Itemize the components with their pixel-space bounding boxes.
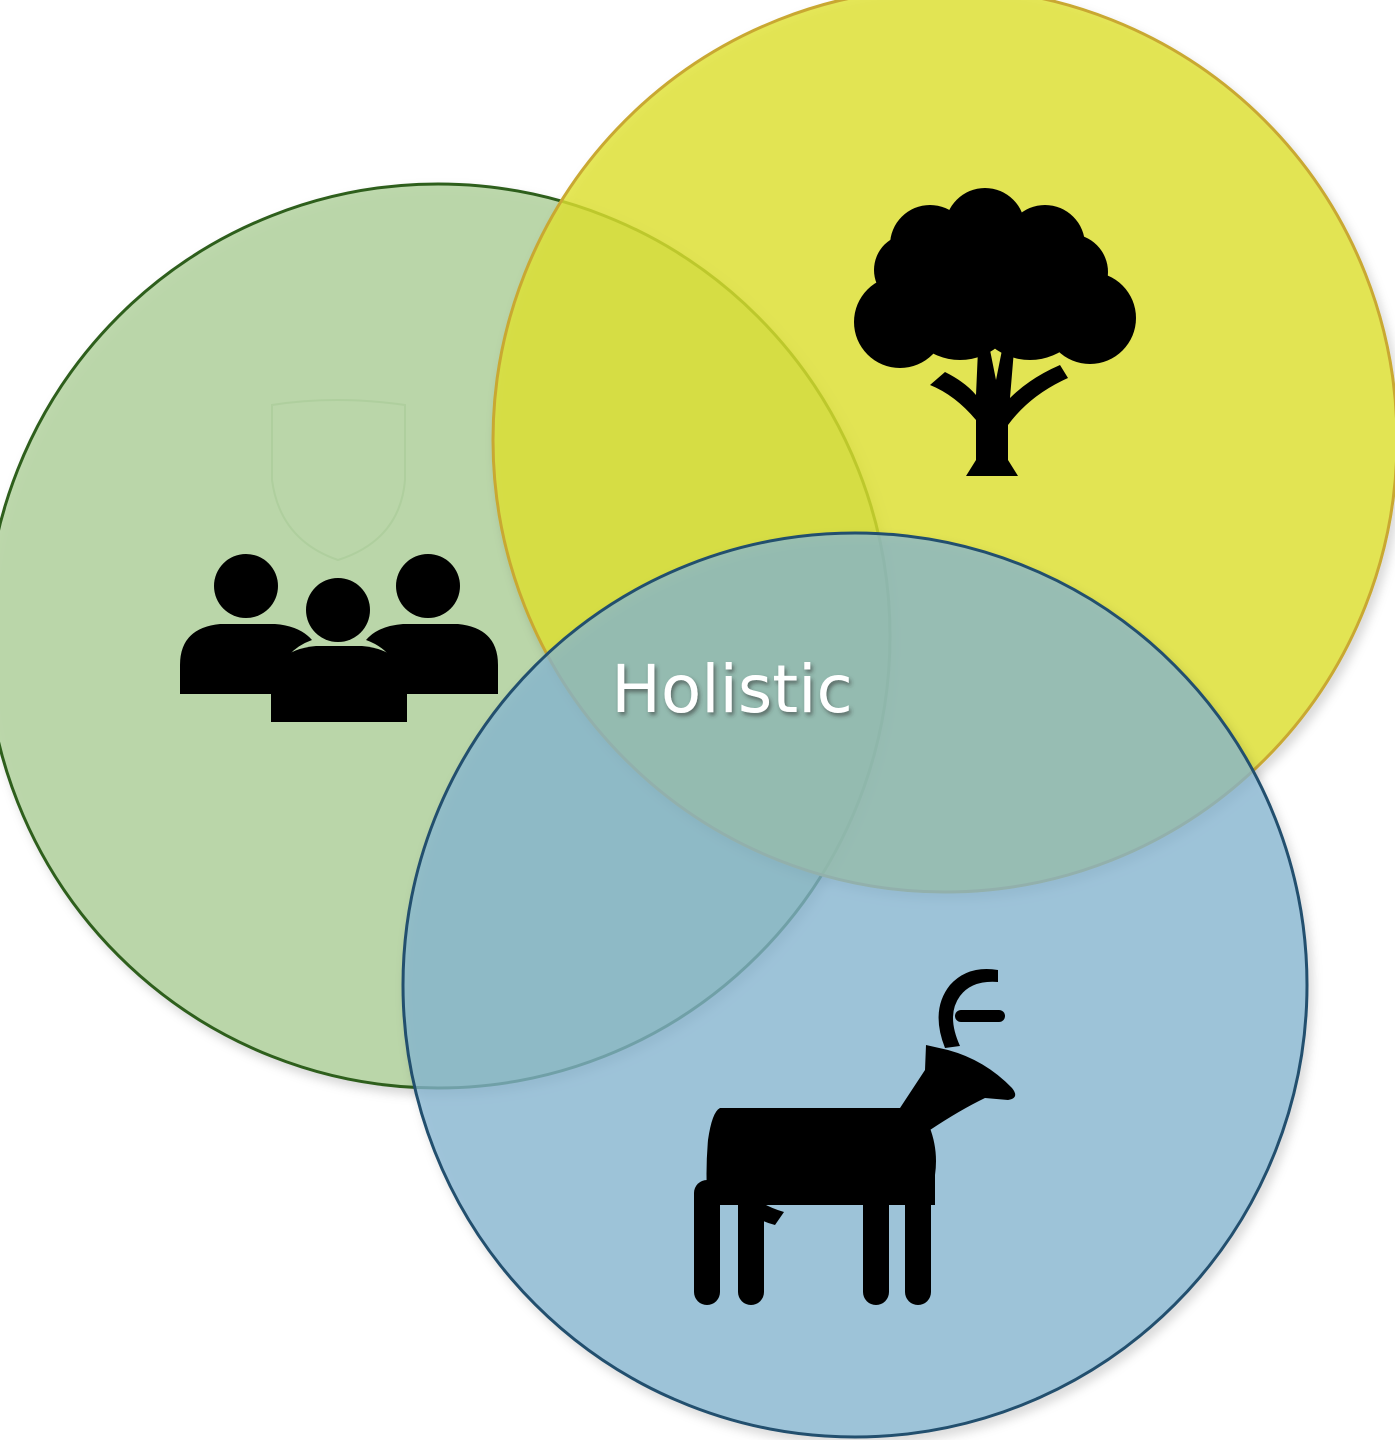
center-label: Holistic	[611, 651, 853, 728]
animal-circle	[401, 531, 1309, 1439]
tree-icon	[854, 188, 1136, 476]
people-group-icon	[180, 554, 498, 722]
deer-icon	[694, 969, 1016, 1305]
shield-watermark-icon	[271, 399, 406, 562]
